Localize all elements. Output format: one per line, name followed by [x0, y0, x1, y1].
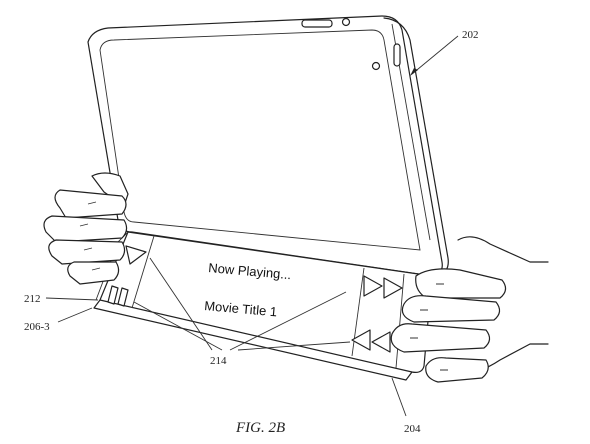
right-hand: [390, 236, 549, 383]
play-icon[interactable]: [125, 245, 147, 265]
rewind-icon[interactable]: [351, 329, 391, 353]
label-206-3: 206-3: [24, 321, 50, 333]
tablet-device: [87, 15, 449, 277]
volume-button: [393, 43, 401, 67]
figure-caption: FIG. 2B: [235, 420, 285, 436]
fast-forward-icon[interactable]: [363, 275, 403, 299]
label-212: 212: [24, 293, 41, 305]
now-playing-text: Now Playing...: [208, 260, 292, 282]
leader-lines: [45, 35, 459, 417]
left-hand: [43, 172, 129, 285]
sleep-button: [341, 17, 351, 27]
label-202: 202: [462, 29, 479, 41]
camera-icon: [371, 61, 381, 71]
label-204: 204: [404, 423, 421, 435]
movie-title-text: Movie Title 1: [204, 298, 278, 319]
pause-icon[interactable]: [107, 285, 129, 307]
power-button: [301, 19, 333, 28]
label-214: 214: [210, 355, 227, 367]
